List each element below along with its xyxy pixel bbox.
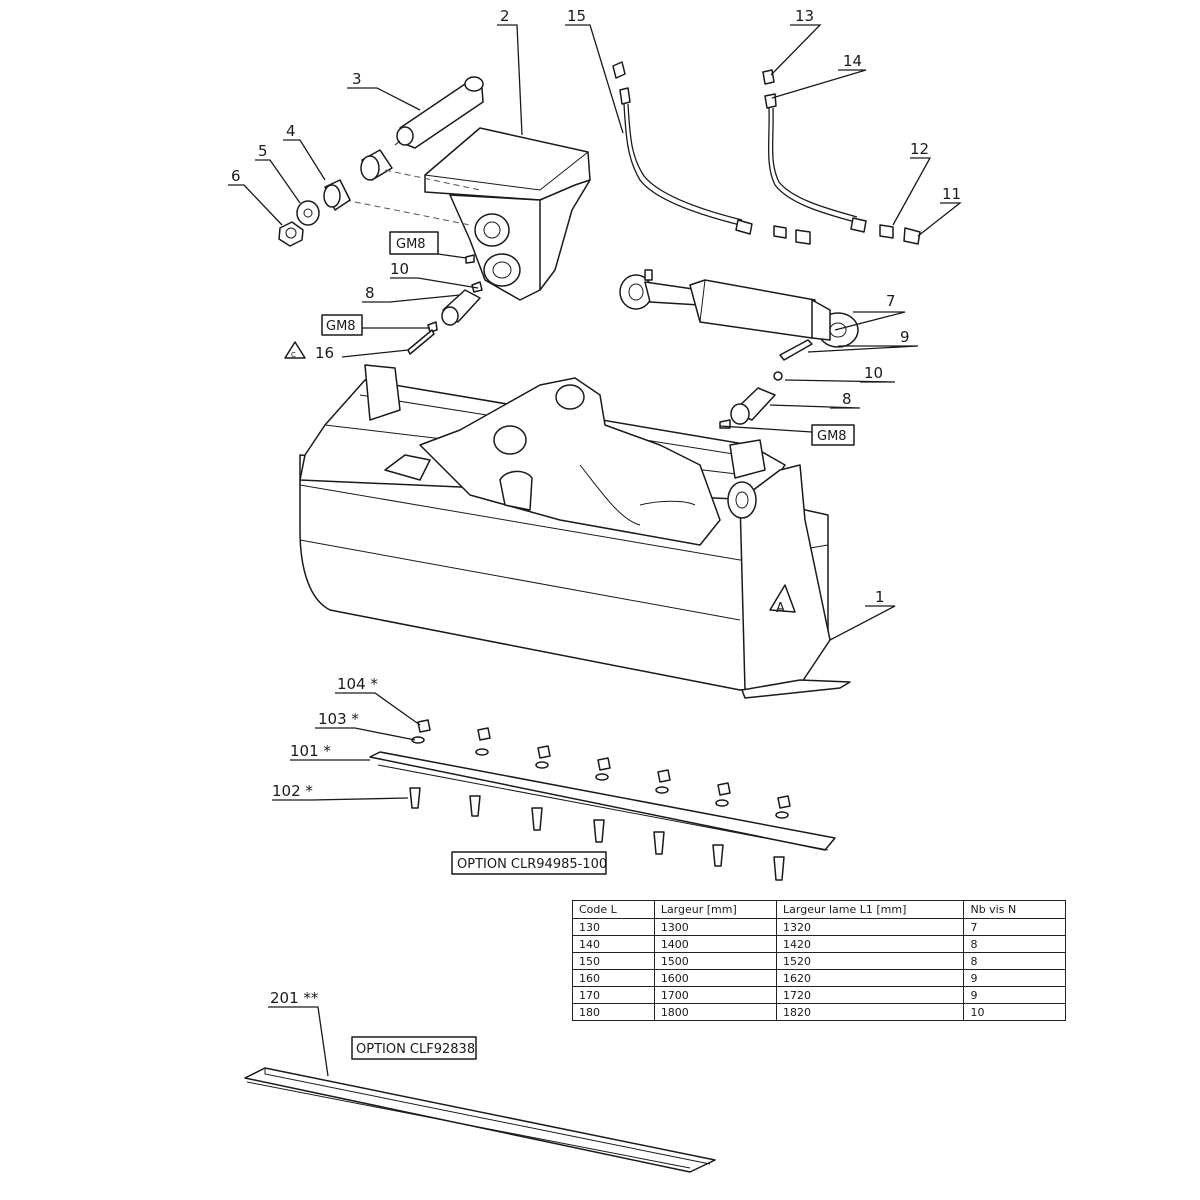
table-row: 130 1300 1320 7 [572, 918, 1066, 936]
header-largeur: Largeur [mm] [653, 900, 778, 919]
callout-104: 104 * [337, 675, 378, 693]
callout-11: 11 [942, 185, 961, 203]
hydraulic-hose-14 [762, 69, 921, 245]
callout-16: 16 [315, 344, 334, 362]
gm8-box-right: GM8 [811, 424, 855, 446]
callout-10-right: 10 [864, 364, 883, 382]
callout-labels: 2 15 13 14 3 4 5 6 12 11 10 8 16 7 9 10 … [231, 7, 961, 1007]
logo-letter: A [776, 601, 785, 616]
svg-text:GM8: GM8 [817, 429, 847, 444]
svg-text:OPTION CLR94985-100: OPTION CLR94985-100 [457, 857, 607, 872]
washer [296, 200, 320, 226]
option-box-blade: OPTION CLR94985-100 [451, 851, 607, 875]
callout-4: 4 [286, 122, 296, 140]
gm8-box-top: GM8 [389, 231, 467, 259]
callout-7: 7 [886, 292, 896, 310]
callout-1: 1 [875, 588, 885, 606]
blade-washers [411, 736, 789, 819]
cell: 150 [572, 952, 655, 970]
pin-8-right [730, 387, 776, 425]
callout-101: 101 * [290, 742, 331, 760]
cell: 1800 [653, 1003, 778, 1021]
svg-text:OPTION CLF92838: OPTION CLF92838 [356, 1042, 475, 1057]
cell: 1420 [776, 935, 965, 953]
cell: 130 [572, 918, 655, 936]
bucket: A [299, 364, 851, 699]
cell: 7 [963, 918, 1066, 936]
cell: 160 [572, 969, 655, 987]
blade-bolts [409, 787, 785, 881]
cell: 8 [963, 935, 1066, 953]
svg-text:C: C [291, 351, 296, 359]
ring-10-right [773, 371, 783, 381]
pivot-pin [394, 76, 484, 149]
bushing [360, 149, 393, 181]
callout-6: 6 [231, 167, 241, 185]
cell: 1320 [776, 918, 965, 936]
callout-8-right: 8 [842, 390, 852, 408]
hydraulic-cylinder [619, 269, 859, 348]
svg-text:GM8: GM8 [326, 319, 356, 334]
table-row: 160 1600 1620 9 [572, 969, 1066, 987]
width-spec-table: Code L Largeur [mm] Largeur lame L1 [mm]… [572, 900, 1066, 1021]
cell: 10 [963, 1003, 1066, 1021]
callout-102: 102 * [272, 782, 313, 800]
callout-14: 14 [843, 52, 862, 70]
callout-5: 5 [258, 142, 268, 160]
gm8-box-middle: GM8 [321, 314, 363, 336]
grease-nipple [465, 254, 475, 264]
cell: 1520 [776, 952, 965, 970]
table-header-row: Code L Largeur [mm] Largeur lame L1 [mm]… [572, 900, 1066, 919]
callout-8-left: 8 [365, 284, 375, 302]
cell: 180 [572, 1003, 655, 1021]
table-row: 170 1700 1720 9 [572, 986, 1066, 1004]
leader-lines [228, 24, 962, 1077]
cell: 9 [963, 986, 1066, 1004]
hydraulic-hose-15 [612, 61, 811, 245]
svg-text:GM8: GM8 [396, 237, 426, 252]
callout-201: 201 ** [270, 989, 319, 1007]
cell: 1820 [776, 1003, 965, 1021]
callout-9: 9 [900, 328, 910, 346]
cell: 1400 [653, 935, 778, 953]
table-row: 180 1800 1820 10 [572, 1003, 1066, 1021]
callout-3: 3 [352, 70, 362, 88]
pin-9 [779, 339, 813, 361]
header-largeur-lame: Largeur lame L1 [mm] [776, 900, 965, 919]
cell: 1620 [776, 969, 965, 987]
cell: 170 [572, 986, 655, 1004]
table-row: 140 1400 1420 8 [572, 935, 1066, 953]
bushing-4 [323, 179, 351, 211]
option-box-edge: OPTION CLF92838 [351, 1036, 477, 1060]
table-row: 150 1500 1520 8 [572, 952, 1066, 970]
reversible-wear-edge [244, 1067, 716, 1173]
callout-2: 2 [500, 7, 510, 25]
callout-12: 12 [910, 140, 929, 158]
callout-10-left: 10 [390, 260, 409, 278]
caution-triangle: C [284, 341, 306, 359]
cell: 9 [963, 969, 1066, 987]
pin-8-left [441, 289, 481, 326]
blade-nuts [417, 719, 791, 809]
callout-103: 103 * [318, 710, 359, 728]
cell: 1600 [653, 969, 778, 987]
callout-13: 13 [795, 7, 814, 25]
cell: 1500 [653, 952, 778, 970]
callout-15: 15 [567, 7, 586, 25]
nut [278, 221, 304, 247]
cell: 1720 [776, 986, 965, 1004]
cell: 1700 [653, 986, 778, 1004]
cell: 8 [963, 952, 1066, 970]
pivot-bracket [424, 127, 591, 301]
cutting-blade [369, 751, 836, 851]
cell: 140 [572, 935, 655, 953]
cell: 1300 [653, 918, 778, 936]
header-nb-vis: Nb vis N [963, 900, 1066, 919]
header-code-l: Code L [572, 900, 655, 919]
